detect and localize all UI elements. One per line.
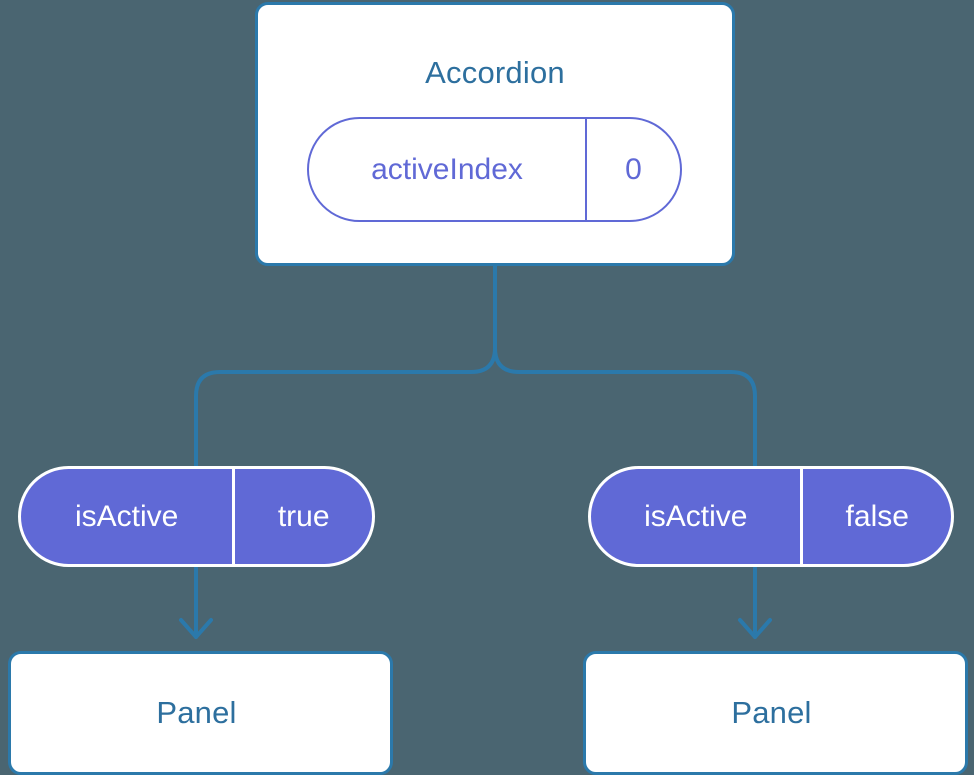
state-pill-is-active-right[interactable]: isActive false — [588, 466, 954, 567]
panel-title-right: Panel — [731, 695, 812, 730]
state-pill-is-active-left[interactable]: isActive true — [18, 466, 375, 567]
state-pill-key-is-active-left: isActive — [75, 499, 179, 533]
arrow-right — [738, 566, 772, 639]
branch-line-left — [194, 264, 497, 468]
state-pill-active-index[interactable]: activeIndex 0 — [307, 117, 682, 222]
panel-title-left: Panel — [156, 695, 237, 730]
panel-component-card-left[interactable]: Panel — [8, 651, 393, 775]
arrow-left — [179, 566, 213, 639]
state-pill-key-is-active-right: isActive — [644, 499, 748, 533]
state-pill-value-is-active-left: true — [232, 469, 372, 564]
branch-line-right — [493, 264, 757, 468]
accordion-title: Accordion — [425, 55, 565, 90]
panel-component-card-right[interactable]: Panel — [583, 651, 968, 775]
state-pill-value-is-active-right: false — [800, 469, 951, 564]
state-pill-value-active-index: 0 — [585, 119, 680, 220]
state-pill-key-active-index: activeIndex — [371, 152, 523, 186]
